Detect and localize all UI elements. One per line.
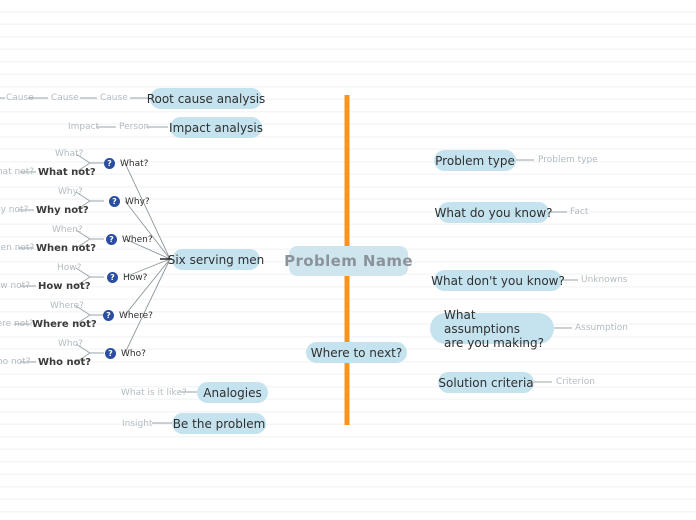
tail-when-not: When not? bbox=[0, 243, 35, 253]
tail-insight: Insight bbox=[122, 419, 153, 429]
node-solution-criteria[interactable]: Solution criteria bbox=[438, 372, 534, 393]
node-where-to-next[interactable]: Where to next? bbox=[306, 342, 407, 363]
tail-who-not: Who not? bbox=[0, 357, 31, 367]
negative-who: Who not? bbox=[38, 357, 92, 368]
tail-fact: Fact bbox=[570, 207, 589, 217]
question-mark-icon: ? bbox=[105, 348, 116, 359]
node-label: Impact analysis bbox=[169, 120, 263, 135]
tail-cause-3: Cause bbox=[6, 93, 34, 103]
tail-criterion: Criterion bbox=[556, 377, 595, 387]
node-label: Solution criteria bbox=[438, 375, 534, 390]
question-where: Where? bbox=[119, 311, 153, 321]
node-what-do-you-know[interactable]: What do you know? bbox=[434, 202, 553, 223]
question-mark-icon: ? bbox=[109, 196, 120, 207]
question-mark-icon: ? bbox=[106, 234, 117, 245]
node-what-assumptions[interactable]: What assumptions are you making? bbox=[430, 308, 554, 350]
node-label-line2: are you making? bbox=[444, 335, 545, 350]
question-why: Why? bbox=[125, 197, 150, 207]
tail-person: Person bbox=[119, 122, 150, 132]
node-problem-type[interactable]: Problem type bbox=[434, 150, 516, 171]
tail-how-not: How not? bbox=[0, 281, 31, 291]
node-be-the-problem[interactable]: Be the problem bbox=[172, 413, 266, 434]
positive-who: Who? bbox=[58, 339, 83, 349]
node-label: What do you know? bbox=[434, 205, 553, 220]
question-who: Who? bbox=[121, 349, 146, 359]
question-what: What? bbox=[120, 159, 149, 169]
node-label-line1: What assumptions bbox=[444, 307, 521, 336]
node-what-dont-you-know[interactable]: What don't you know? bbox=[431, 270, 565, 291]
negative-why: Why not? bbox=[36, 205, 89, 216]
positive-when: When? bbox=[52, 225, 83, 235]
tail-unknowns: Unknowns bbox=[581, 275, 628, 285]
positive-why: Why? bbox=[58, 187, 83, 197]
node-label: Be the problem bbox=[172, 416, 266, 431]
tail-impact: Impact bbox=[68, 122, 100, 132]
question-mark-icon: ? bbox=[103, 310, 114, 321]
node-label: Problem type bbox=[435, 153, 515, 168]
question-how: How? bbox=[123, 273, 148, 283]
node-root-cause-analysis[interactable]: Root cause analysis bbox=[147, 88, 265, 109]
negative-when: When not? bbox=[36, 243, 97, 254]
center-node-label: Problem Name bbox=[284, 252, 413, 270]
tail-problem-type: Problem type bbox=[538, 155, 598, 165]
positive-where: Where? bbox=[50, 301, 84, 311]
positive-how: How? bbox=[57, 263, 82, 273]
node-label: Six serving men bbox=[167, 252, 265, 267]
positive-what: What? bbox=[55, 149, 84, 159]
question-mark-icon: ? bbox=[104, 158, 115, 169]
node-label: Analogies bbox=[203, 385, 262, 400]
tail-cause-1: Cause bbox=[100, 93, 128, 103]
question-mark-icon: ? bbox=[107, 272, 118, 283]
node-label: Root cause analysis bbox=[146, 91, 266, 106]
node-impact-analysis[interactable]: Impact analysis bbox=[169, 117, 263, 138]
tail-what-not: What not? bbox=[0, 167, 35, 177]
negative-what: What not? bbox=[38, 167, 96, 178]
node-label: Where to next? bbox=[310, 345, 403, 360]
node-label: What don't you know? bbox=[431, 273, 565, 288]
tail-what-is-it-like: What is it like? bbox=[121, 388, 187, 398]
tail-why-not: Why not? bbox=[0, 205, 29, 215]
center-node[interactable]: Problem Name bbox=[284, 246, 413, 276]
negative-where: Where not? bbox=[32, 319, 97, 330]
node-six-serving-men[interactable]: Six serving men bbox=[168, 249, 264, 270]
question-when: When? bbox=[122, 235, 153, 245]
tail-assumption: Assumption bbox=[575, 323, 628, 333]
tail-cause-2: Cause bbox=[51, 93, 79, 103]
negative-how: How not? bbox=[38, 281, 91, 292]
tail-where-not: Where not? bbox=[0, 319, 34, 329]
node-analogies[interactable]: Analogies bbox=[197, 382, 268, 403]
